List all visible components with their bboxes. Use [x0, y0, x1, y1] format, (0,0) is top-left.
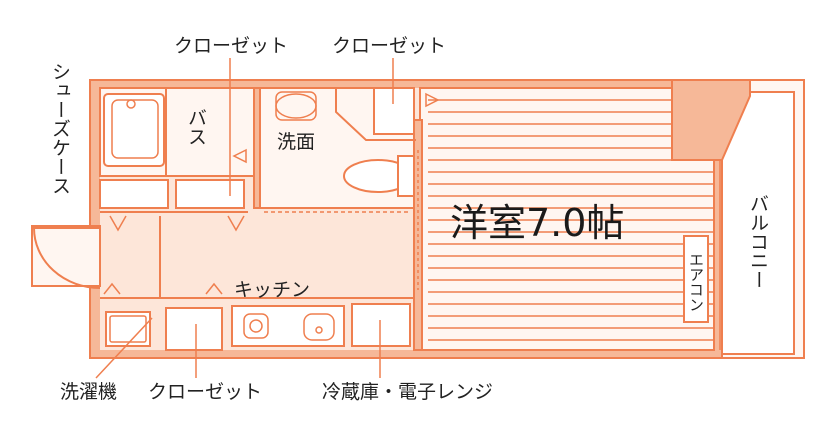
storage-strip [99, 179, 248, 232]
closet-bottom [165, 307, 223, 351]
shoe-case-label: シューズケース [49, 62, 71, 195]
fridge-range [351, 303, 411, 347]
closet-bottom-label: クローゼット [148, 381, 262, 403]
flooring-hatch [428, 99, 714, 341]
washroom: 洗面 [253, 87, 416, 213]
washing-machine [105, 311, 151, 347]
room-label: 洋室7.0帖 [450, 201, 624, 245]
stove [231, 305, 345, 347]
kitchen-area: キッチン [100, 216, 414, 301]
bath-label: バス [185, 108, 207, 146]
balcony-label: バルコニー [747, 194, 769, 289]
aircon-label: エアコン [687, 252, 705, 312]
washbasin-label: 洗面 [277, 131, 315, 153]
western-room [413, 79, 751, 351]
fridge-range-label: 冷蔵庫・電子レンジ [322, 381, 493, 403]
pillar [671, 79, 751, 161]
aircon-unit: エアコン [683, 235, 709, 323]
balcony-area [713, 79, 805, 359]
leader-lines [95, 58, 394, 379]
closet-top-right-label: クローゼット [332, 35, 446, 57]
closet-top-left-label: クローゼット [174, 35, 288, 57]
bathroom: バス [99, 87, 255, 177]
kitchen-label: キッチン [234, 279, 310, 301]
washing-machine-label: 洗濯機 [60, 381, 117, 403]
entrance-door [31, 225, 101, 289]
